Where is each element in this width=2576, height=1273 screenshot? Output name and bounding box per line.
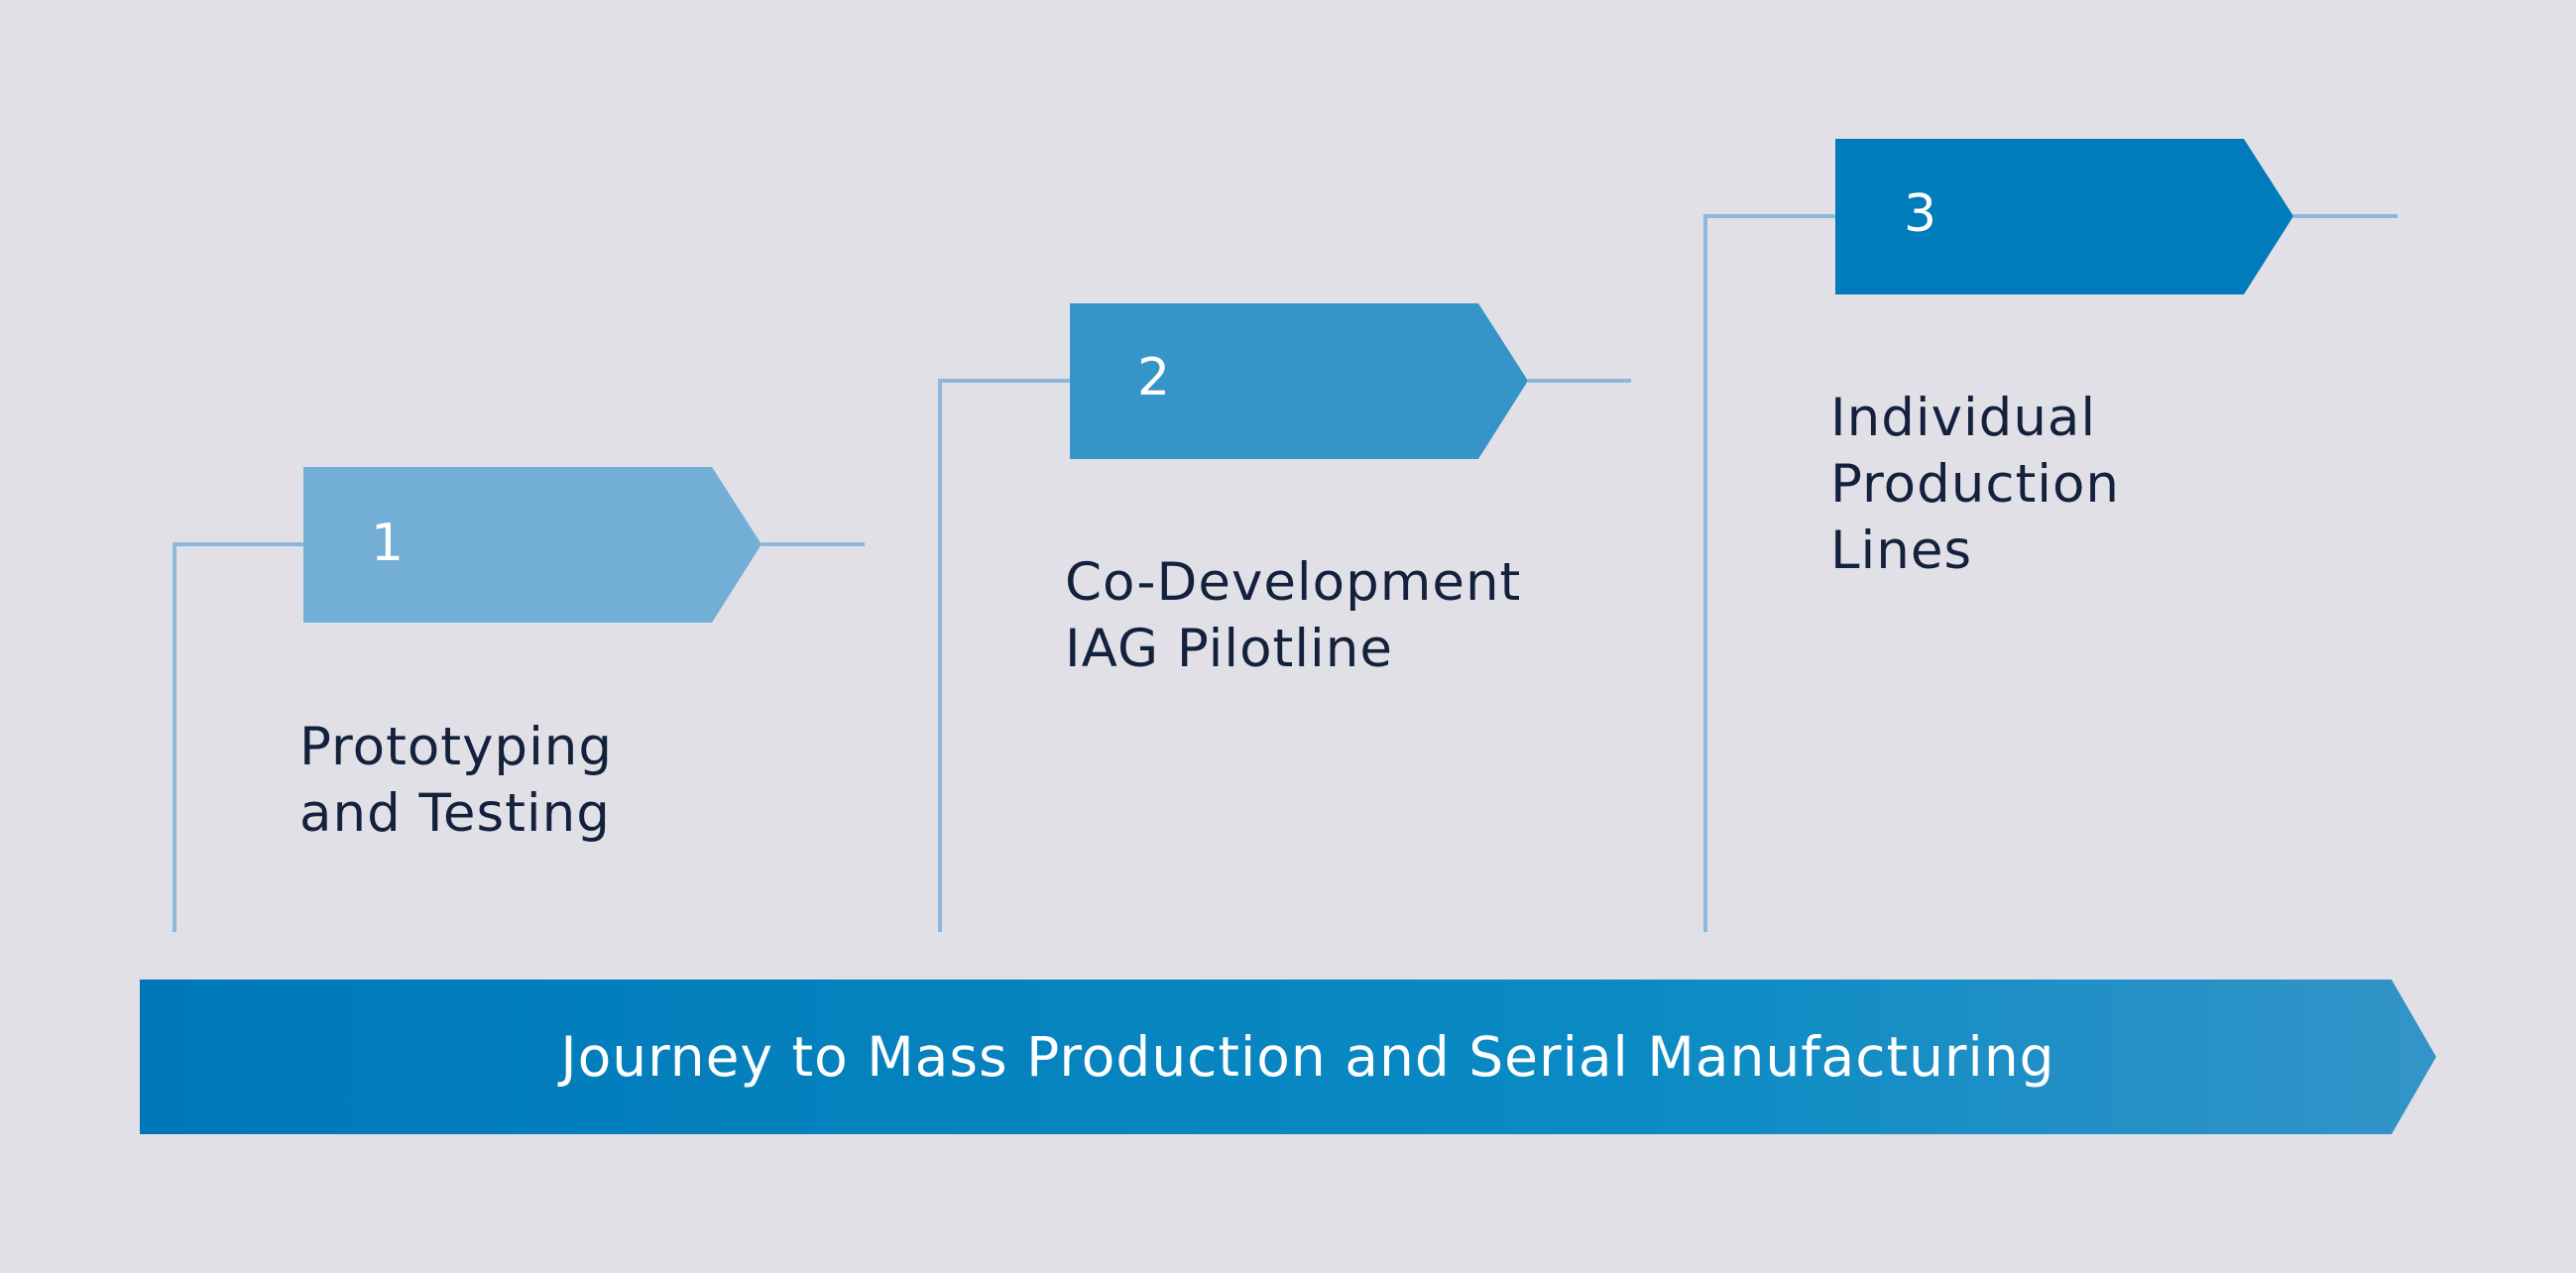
step-1-number: 1 xyxy=(371,514,405,573)
step-1-label-line: and Testing xyxy=(299,783,611,844)
step-2-arrow xyxy=(1070,303,1528,459)
journey-arrow xyxy=(140,980,2436,1134)
step-3-label-line: Individual xyxy=(1830,388,2097,448)
step-2-connector xyxy=(938,379,1070,932)
step-3-label-line: Lines xyxy=(1830,521,1973,581)
journey-label: Journey to Mass Production and Serial Ma… xyxy=(560,1025,2055,1089)
step-1-connector xyxy=(173,542,303,932)
step-3-label-line: Production xyxy=(1830,454,2120,515)
step-3-number: 3 xyxy=(1904,184,1937,244)
step-3-label: Individual Production Lines xyxy=(1830,385,2120,584)
step-2-number: 2 xyxy=(1137,348,1171,407)
step-1-arrow xyxy=(303,467,761,623)
step-2-label-line: Co-Development xyxy=(1065,552,1522,613)
step-1-label-line: Prototyping xyxy=(299,717,614,777)
step-2-label-line: IAG Pilotline xyxy=(1065,619,1393,679)
step-1-label: Prototyping and Testing xyxy=(299,714,613,847)
step-3-arrow xyxy=(1835,139,2293,294)
step-3-connector xyxy=(1703,214,1835,932)
step-2-label: Co-Development IAG Pilotline xyxy=(1065,549,1521,682)
